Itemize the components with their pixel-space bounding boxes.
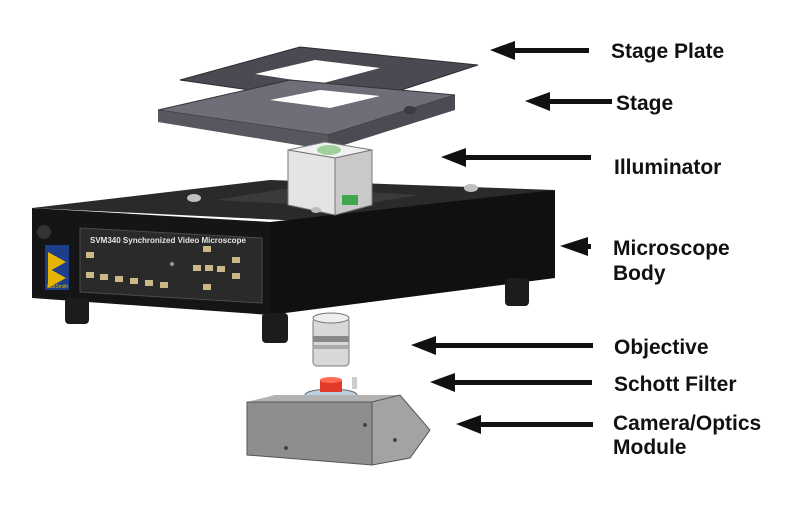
label-illuminator: Illuminator <box>614 156 722 179</box>
label-module: Module <box>613 436 687 459</box>
label-stage: Stage <box>616 92 674 115</box>
panel-title: SVM340 Synchronized Video Microscope <box>90 236 246 245</box>
objective <box>312 312 350 367</box>
arrow-microscope-body <box>560 237 591 256</box>
label-microscope: Microscope <box>613 237 730 260</box>
stage <box>157 79 456 150</box>
label-stage-plate: Stage Plate <box>611 40 725 63</box>
arrow-illuminator <box>441 148 591 167</box>
label-objective: Objective <box>614 336 709 359</box>
control-panel <box>45 227 263 304</box>
label-camera-optics: Camera/Optics <box>613 412 762 435</box>
arrow-camera-module <box>456 415 593 434</box>
arrow-objective <box>411 336 593 355</box>
camera-optics-module <box>246 394 431 466</box>
label-schott-filter: Schott Filter <box>614 373 737 396</box>
arrow-schott-filter <box>430 373 592 392</box>
panel-brand: LabSmith <box>47 284 68 290</box>
illuminator <box>287 141 373 216</box>
arrow-stage-plate <box>490 41 589 60</box>
label-body: Body <box>613 262 666 285</box>
arrow-stage <box>525 92 612 111</box>
